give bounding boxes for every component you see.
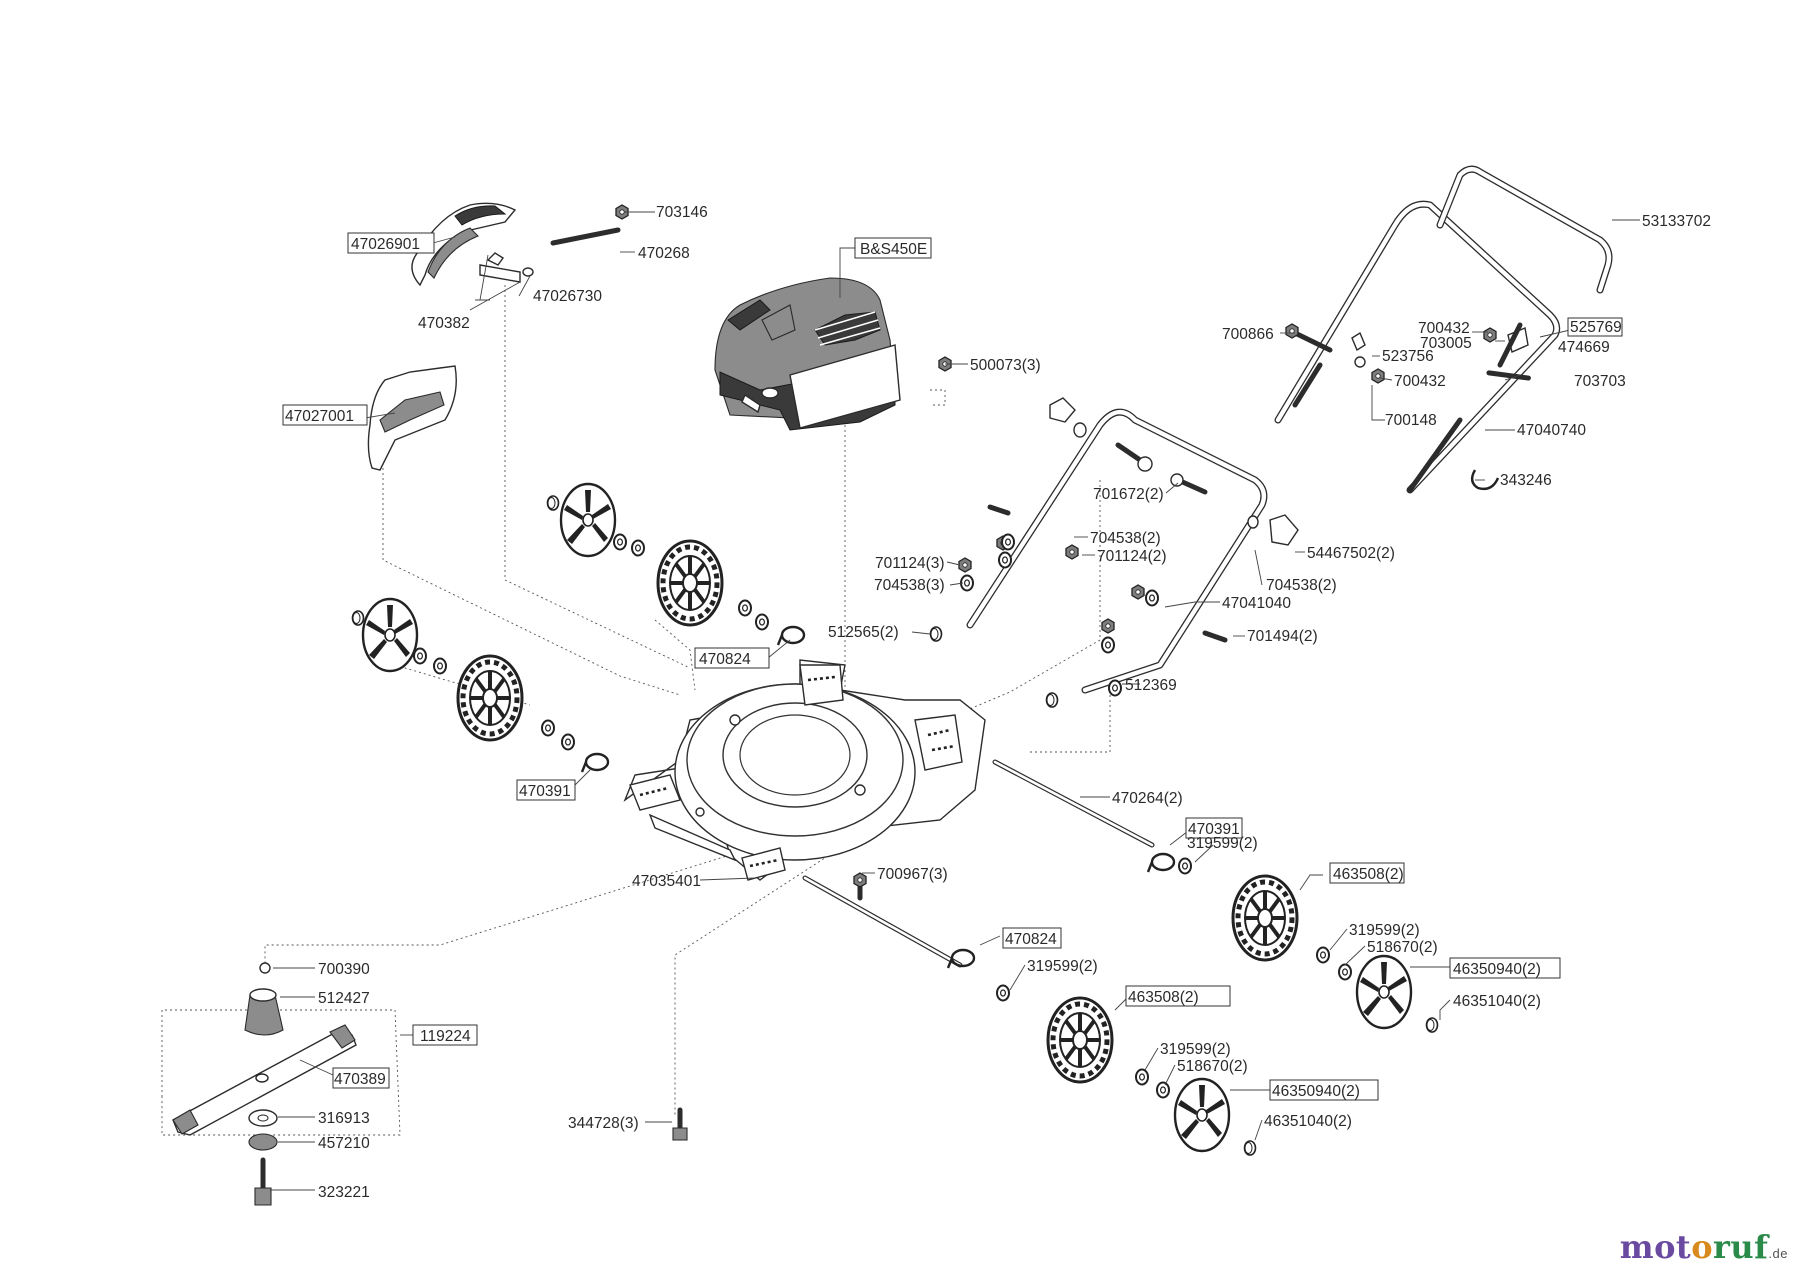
part-label: 46351040(2) <box>1264 1113 1352 1130</box>
lower-handle-part <box>966 408 1268 694</box>
part-label: 47041040 <box>1222 595 1291 612</box>
part-label: 54467502(2) <box>1307 545 1395 562</box>
upper-handle-part <box>1274 165 1613 494</box>
watermark-part: ruf <box>1713 1228 1769 1266</box>
part-label: 525769 <box>1570 319 1622 336</box>
label-box <box>332 1067 390 1089</box>
lower-handle-hardware <box>929 397 1299 708</box>
part-label: 512565(2) <box>828 624 899 641</box>
watermark-tld: .de <box>1768 1246 1788 1261</box>
part-label: 703703 <box>1574 373 1626 390</box>
part-label: 704538(2) <box>1266 577 1337 594</box>
part-label: 704538(2) <box>1090 530 1161 547</box>
part-label: 319599(2) <box>1027 958 1098 975</box>
part-label: 47035401 <box>632 873 701 890</box>
flap-bracket-part <box>475 252 534 301</box>
part-label: 523756 <box>1382 348 1434 365</box>
part-label: 463508(2) <box>1128 989 1199 1006</box>
label-box <box>282 404 368 426</box>
part-label: 700148 <box>1385 412 1437 429</box>
label-box <box>1002 927 1062 949</box>
part-label: 700432 <box>1418 320 1470 337</box>
label-box <box>516 779 576 801</box>
part-label: 512369 <box>1125 677 1177 694</box>
part-label: 700866 <box>1222 326 1274 343</box>
part-label: 47027001 <box>285 408 354 425</box>
part-label: 518670(2) <box>1177 1058 1248 1075</box>
part-label: 319599(2) <box>1187 835 1258 852</box>
watermark-logo: motoruf.de <box>1620 1228 1788 1266</box>
rear-deflector-part <box>411 202 517 287</box>
upper-handle-hardware <box>1285 322 1531 491</box>
part-label: 512427 <box>318 990 370 1007</box>
part-label: 344728(3) <box>568 1115 639 1132</box>
part-label: B&S450E <box>860 241 927 258</box>
part-label: 470389 <box>334 1071 386 1088</box>
part-label: 470382 <box>418 315 470 332</box>
engine-part <box>714 277 901 431</box>
part-label: 323221 <box>318 1184 370 1201</box>
part-label: 700390 <box>318 961 370 978</box>
part-label: 470391 <box>519 783 571 800</box>
label-box <box>694 647 770 669</box>
part-label: 700967(3) <box>877 866 948 883</box>
part-label: 701124(3) <box>875 555 945 572</box>
part-label: 700432 <box>1394 373 1446 390</box>
part-label: 53133702 <box>1642 213 1711 230</box>
label-box <box>1449 957 1561 979</box>
part-label: 470824 <box>699 651 751 668</box>
part-label: 119224 <box>420 1028 471 1045</box>
part-label: 46350940(2) <box>1272 1083 1360 1100</box>
part-label: 47026730 <box>533 288 602 305</box>
part-label: 316913 <box>318 1110 370 1127</box>
part-label: 701494(2) <box>1247 628 1318 645</box>
part-label: 701672(2) <box>1093 486 1164 503</box>
part-label: 470264(2) <box>1112 790 1183 807</box>
wheel-front-left <box>351 597 610 774</box>
leader-lines <box>270 211 1640 1191</box>
part-label: 500073(3) <box>970 357 1041 374</box>
part-label: 470824 <box>1005 931 1057 948</box>
part-label: 518670(2) <box>1367 939 1438 956</box>
part-label: 457210 <box>318 1135 370 1152</box>
part-label: 703146 <box>656 204 708 221</box>
watermark-part: mot <box>1619 1228 1692 1266</box>
mower-deck-part <box>623 659 986 881</box>
mulch-plug-part <box>367 365 457 471</box>
part-label: 46350940(2) <box>1453 961 1541 978</box>
part-label: 701124(2) <box>1097 548 1167 565</box>
part-label: 46351040(2) <box>1453 993 1541 1010</box>
part-label: 319599(2) <box>1160 1041 1231 1058</box>
label-box <box>412 1024 478 1046</box>
part-label: 319599(2) <box>1349 922 1420 939</box>
label-box <box>854 237 932 259</box>
watermark-part: o <box>1691 1228 1714 1266</box>
blade-assembly-part <box>172 962 357 1206</box>
part-label: 47026901 <box>351 236 420 253</box>
pin-part <box>550 227 621 246</box>
wheel-rear-left <box>546 482 806 647</box>
part-label: 47040740 <box>1517 422 1586 439</box>
part-label: 463508(2) <box>1333 866 1404 883</box>
part-label: 703005 <box>1420 335 1472 352</box>
label-box <box>1269 1079 1379 1101</box>
part-label: 474669 <box>1558 339 1610 356</box>
label-box <box>1329 862 1405 884</box>
part-label: 470391 <box>1188 821 1240 838</box>
part-label: 343246 <box>1500 472 1552 489</box>
label-box <box>347 232 435 254</box>
label-box <box>1185 817 1243 839</box>
part-label: 704538(3) <box>874 577 945 594</box>
label-box <box>1567 317 1623 337</box>
deck-screw-part <box>672 1107 688 1141</box>
part-labels: 47026901 47027001 B&S450E 525769 470824 … <box>282 204 1711 1201</box>
label-box <box>1125 985 1231 1007</box>
part-label: 470268 <box>638 245 690 262</box>
